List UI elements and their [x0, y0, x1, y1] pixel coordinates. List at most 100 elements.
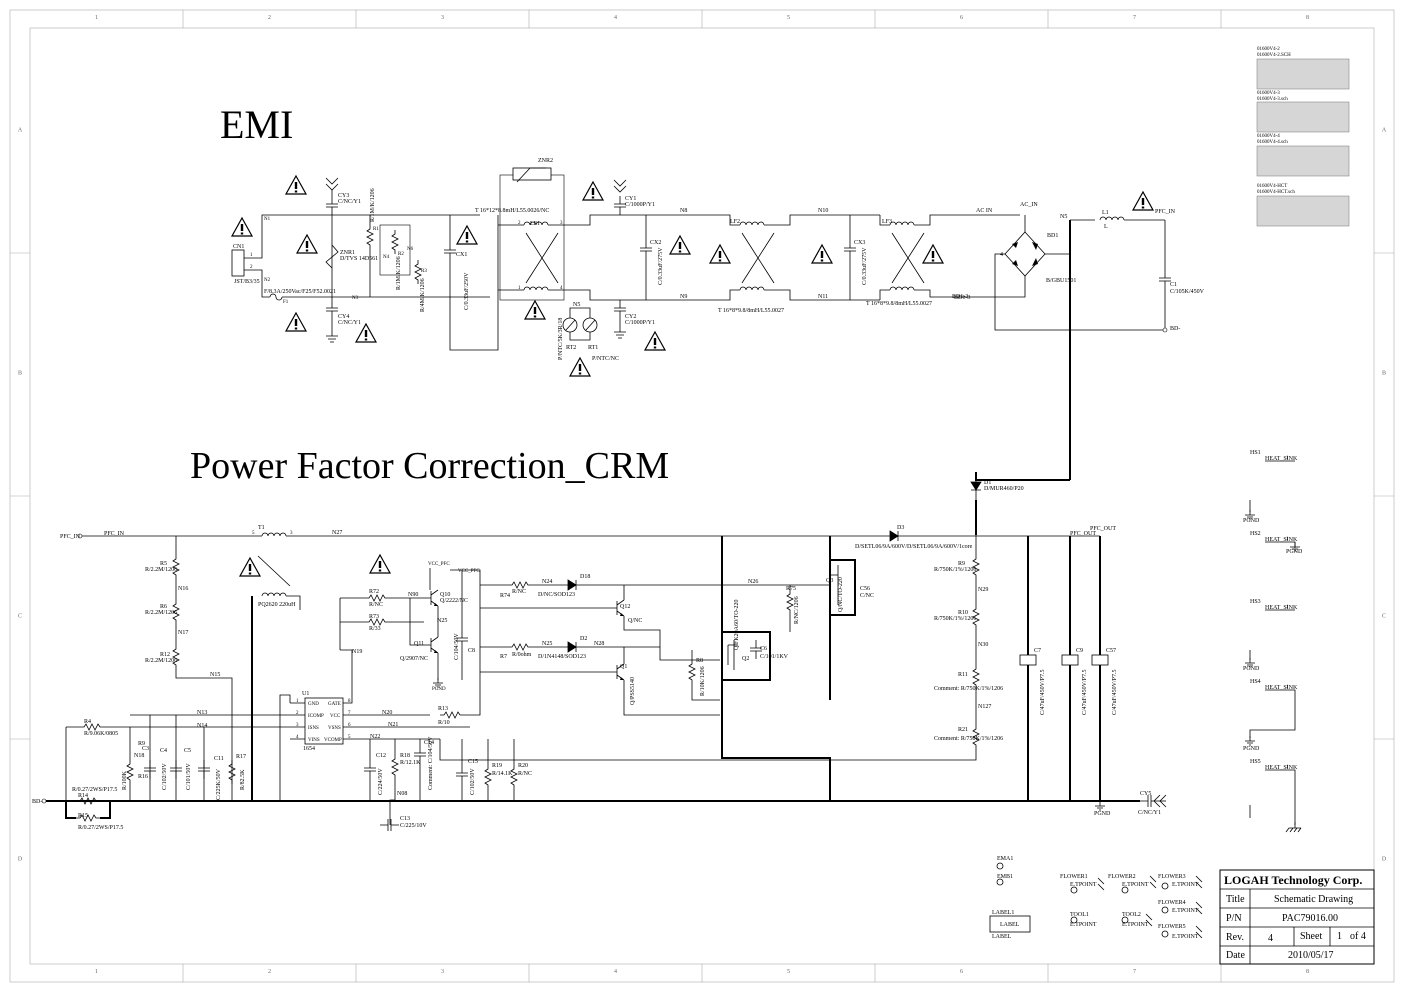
svg-text:N08: N08 [397, 791, 407, 797]
svg-text:PFC_OUT: PFC_OUT [1070, 531, 1096, 537]
svg-text:HS3: HS3 [1250, 599, 1261, 605]
svg-text:HS5: HS5 [1250, 759, 1261, 765]
svg-text:R3: R3 [421, 269, 427, 274]
svg-text:N28: N28 [594, 641, 604, 647]
svg-text:Comment: R/750K/1%/1206: Comment: R/750K/1%/1206 [934, 736, 1003, 742]
svg-text:C15: C15 [468, 759, 478, 765]
svg-text:C/105K/450V: C/105K/450V [1170, 289, 1205, 295]
cn1-part-label: JST/B3/35 [234, 279, 260, 285]
svg-text:R9: R9 [958, 561, 965, 567]
svg-text:R6: R6 [160, 604, 167, 610]
svg-text:3: 3 [296, 723, 299, 728]
heatsink-hs5: HS5 HEAT_SINK 1 [1249, 759, 1302, 833]
svg-text:N25: N25 [437, 618, 447, 624]
svg-text:R18: R18 [400, 753, 410, 759]
svg-text:HEAT_SINK: HEAT_SINK [1265, 685, 1298, 691]
svg-text:R/82.5K: R/82.5K [240, 769, 246, 790]
svg-text:N1: N1 [264, 217, 271, 222]
svg-text:PGND: PGND [1243, 746, 1260, 752]
svg-text:BD-: BD- [32, 799, 42, 805]
svg-text:E.TPOINT: E.TPOINT [1172, 934, 1199, 940]
svg-text:C4: C4 [160, 748, 167, 754]
warning-icon [231, 217, 253, 237]
sheet-block-3[interactable]: 01600V4-4 01600V4-4.sch [1256, 134, 1350, 177]
svg-text:VCOMP: VCOMP [324, 738, 342, 743]
svg-text:R/0.27/2WS/P17.5: R/0.27/2WS/P17.5 [78, 825, 123, 831]
svg-text:R7: R7 [500, 654, 507, 660]
svg-text:PGND: PGND [1286, 549, 1303, 555]
svg-text:RT2: RT2 [566, 345, 576, 351]
svg-text:Q/2907/NC: Q/2907/NC [400, 656, 428, 662]
svg-text:LF1: LF1 [530, 221, 540, 227]
sheet-block-4[interactable]: 01600V4-HCT 01600V4-HCT.sch [1256, 184, 1350, 227]
svg-text:HEAT_SINK: HEAT_SINK [1265, 456, 1298, 462]
svg-text:P/N: P/N [1226, 913, 1242, 924]
heatsink-hs1: HS1 HEAT_SINK 1 PGND [1243, 450, 1298, 524]
pfc-section-title: Power Factor Correction_CRM [190, 445, 669, 487]
svg-text:R/NC: R/NC [512, 589, 526, 595]
svg-text:C/101/1KV: C/101/1KV [760, 654, 789, 660]
svg-text:1: 1 [1286, 537, 1289, 542]
svg-text:N5: N5 [1060, 214, 1067, 220]
warning-icon [1132, 191, 1154, 211]
svg-text:D2: D2 [580, 636, 587, 642]
svg-text:L: L [1104, 224, 1108, 230]
warning-icon [569, 357, 591, 377]
cn1-label: CN1 [233, 244, 244, 250]
svg-text:3: 3 [290, 531, 293, 536]
mechanical-parts: EMA1 EMB1 LABEL1 LABEL LABEL FLOWER1 E.T… [989, 856, 1203, 940]
svg-text:R/14.1K: R/14.1K [492, 771, 513, 777]
svg-text:FLOWER1: FLOWER1 [1060, 874, 1088, 880]
svg-text:Q12: Q12 [620, 604, 630, 610]
svg-text:01600V4-3.sch: 01600V4-3.sch [1257, 97, 1288, 102]
grid-column-label: 4 [614, 15, 617, 21]
svg-text:C/104/50V: C/104/50V [454, 633, 460, 660]
svg-text:T 16*12*8.8mH/L55.0026/NC: T 16*12*8.8mH/L55.0026/NC [475, 208, 549, 214]
svg-text:BD-: BD- [1170, 326, 1180, 332]
svg-text:R12: R12 [160, 652, 170, 658]
svg-text:R/12.1K: R/12.1K [400, 760, 421, 766]
grid-column-label: 6 [960, 15, 963, 21]
grid-column-label: 2 [268, 15, 271, 21]
emi-section-title: EMI [220, 102, 293, 147]
svg-text:N29: N29 [978, 587, 988, 593]
svg-text:Comment: R/750K/1%/1206: Comment: R/750K/1%/1206 [934, 686, 1003, 692]
svg-text:PQ2620 220uH: PQ2620 220uH [258, 602, 296, 608]
svg-text:BD1-3: BD1-3 [954, 295, 970, 301]
grid-column-label: 6 [960, 969, 963, 975]
svg-text:C/225/10V: C/225/10V [400, 823, 427, 829]
svg-text:HEAT_SINK: HEAT_SINK [1265, 537, 1298, 543]
svg-text:N17: N17 [178, 630, 188, 636]
sheet-block-2[interactable]: 01600V4-3 01600V4-3.sch [1256, 91, 1350, 133]
svg-text:1654: 1654 [303, 746, 315, 752]
svg-text:C/NC: C/NC [860, 593, 874, 599]
heatsink-hs3: HS3 HEAT_SINK 1 PGND [1243, 599, 1298, 672]
svg-text:R/2.2M/1206: R/2.2M/1206 [145, 658, 177, 664]
svg-text:01600V4-2: 01600V4-2 [1257, 47, 1280, 52]
sheet-block-1[interactable]: 01600V4-2 01600V4-2.SCH [1256, 47, 1350, 90]
svg-text:R/10K/1206: R/10K/1206 [700, 666, 706, 696]
svg-text:N11: N11 [818, 294, 828, 300]
svg-text:1: 1 [1286, 605, 1289, 610]
svg-text:C/47uF/450V/P7.5: C/47uF/450V/P7.5 [1082, 669, 1088, 715]
svg-text:1: 1 [518, 286, 521, 291]
svg-text:Q/PSS5140: Q/PSS5140 [630, 677, 636, 705]
svg-text:C8: C8 [468, 648, 475, 654]
svg-text:ZNR1: ZNR1 [340, 250, 355, 256]
svg-text:1: 1 [1286, 765, 1289, 770]
svg-text:TOOL2: TOOL2 [1122, 912, 1141, 918]
svg-text:CY2: CY2 [625, 314, 636, 320]
svg-text:ISNS: ISNS [308, 726, 319, 731]
svg-text:R/0ohm: R/0ohm [512, 652, 532, 658]
svg-text:C/225K/50V: C/225K/50V [216, 768, 222, 800]
svg-text:Q2: Q2 [742, 656, 749, 662]
svg-text:C57: C57 [1106, 648, 1116, 654]
revision: 4 [1268, 933, 1273, 944]
svg-text:Q/NC: Q/NC [628, 618, 642, 624]
svg-text:D/SETL06/9A/600V/D/SETL06/9A/6: D/SETL06/9A/600V/D/SETL06/9A/600V/1core [855, 544, 973, 550]
svg-text:C9: C9 [1076, 648, 1083, 654]
svg-text:7: 7 [348, 711, 351, 716]
svg-text:CY1: CY1 [625, 196, 636, 202]
svg-text:D/1N4148/SOD123: D/1N4148/SOD123 [538, 654, 586, 660]
svg-text:R15: R15 [78, 813, 88, 819]
